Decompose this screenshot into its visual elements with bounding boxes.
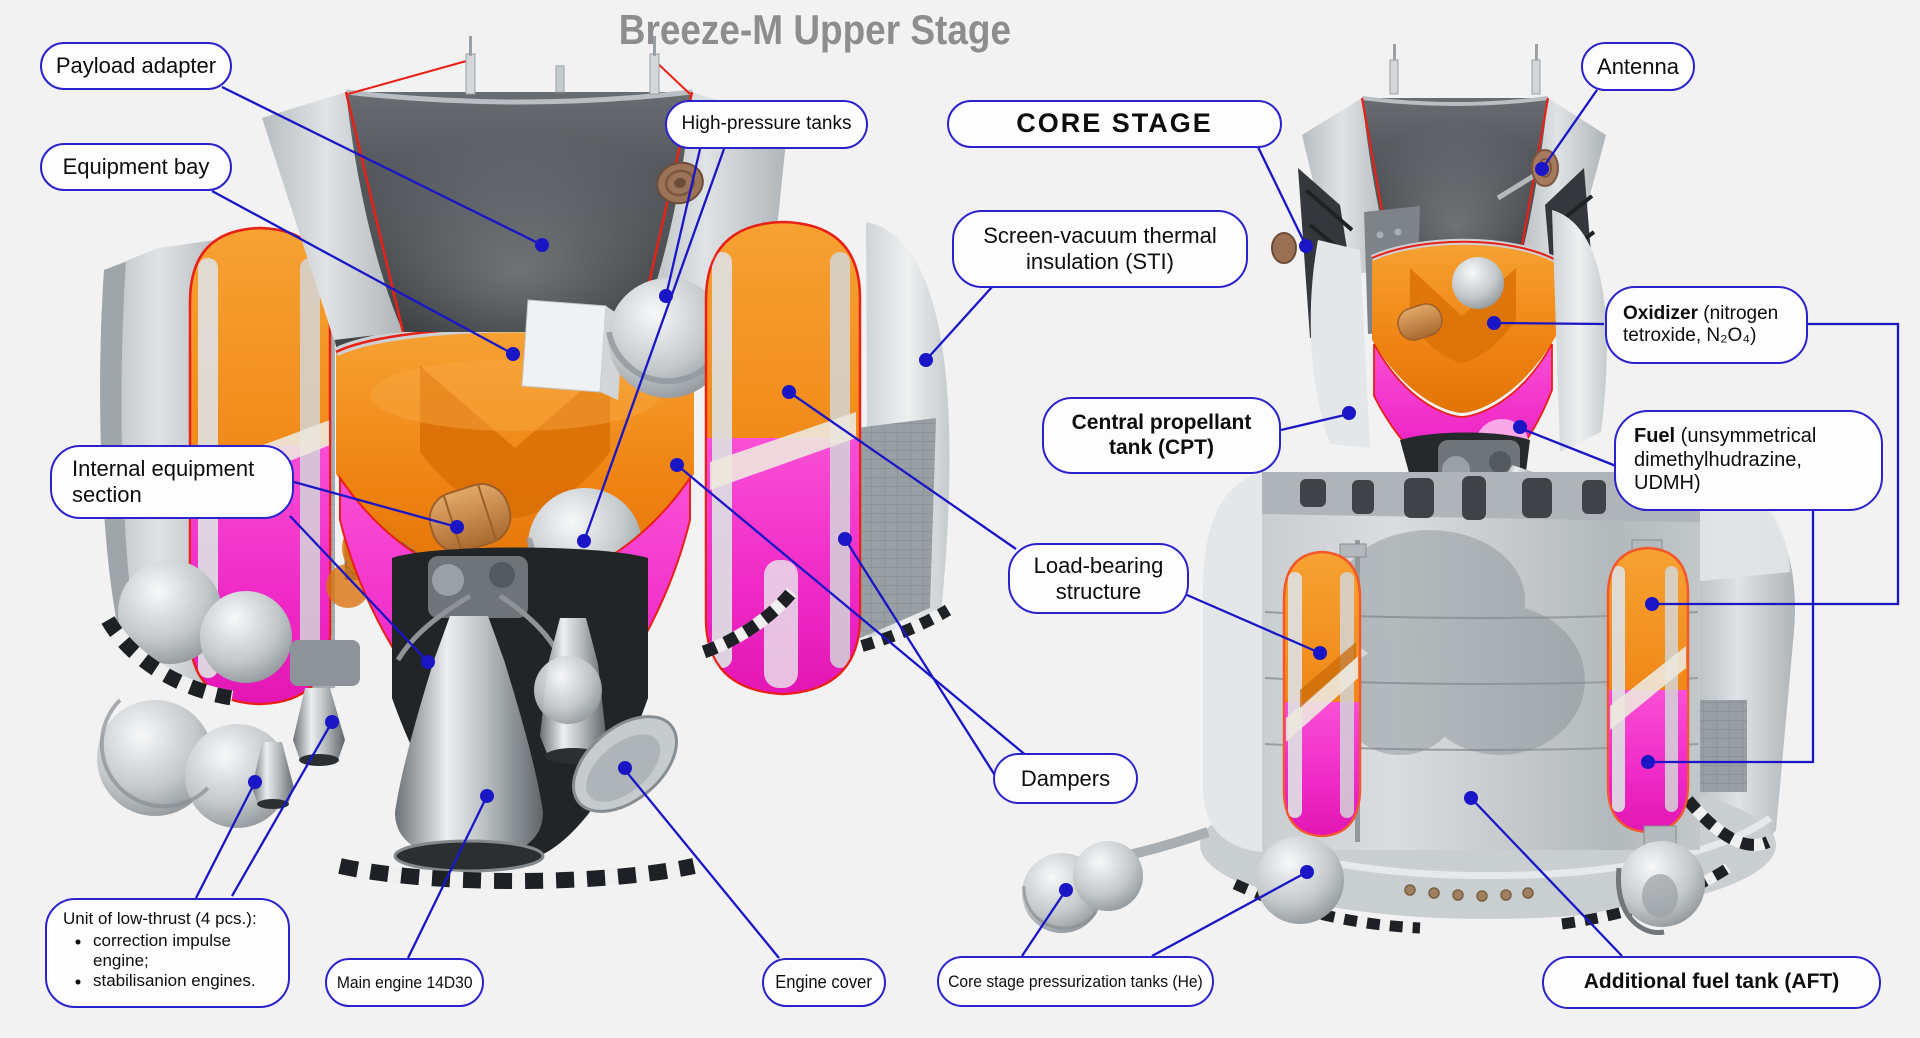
low-thrust-bullet-2: stabilisanion engines. bbox=[63, 971, 276, 993]
label-central-propellant-tank: Central propellant tank (CPT) bbox=[1042, 397, 1281, 474]
label-internal-equipment-section: Internal equipment section bbox=[50, 445, 294, 519]
main-engine bbox=[393, 556, 569, 873]
page-title: Breeze-M Upper Stage bbox=[618, 6, 1012, 53]
core-oxidizer-tank bbox=[1370, 238, 1558, 413]
pressurization-tanks bbox=[1022, 827, 1344, 933]
low-thrust-title: Unit of low-thrust (4 pcs.): bbox=[63, 909, 257, 928]
label-additional-fuel-tank: Additional fuel tank (AFT) bbox=[1542, 956, 1881, 1009]
low-thrust-bullet-1: correction impulse engine; bbox=[63, 931, 276, 971]
label-engine-cover: Engine cover bbox=[762, 958, 886, 1007]
label-equipment-bay: Equipment bay bbox=[40, 143, 232, 191]
label-antenna: Antenna bbox=[1581, 42, 1695, 91]
aft-cylinder bbox=[1262, 472, 1700, 850]
label-fuel: Fuel (unsymmetrical dimethylhudrazine, U… bbox=[1614, 410, 1883, 511]
label-high-pressure-tanks: High-pressure tanks bbox=[665, 100, 868, 149]
side-tank-right bbox=[704, 220, 862, 696]
label-sti: Screen-vacuum thermal insulation (STI) bbox=[952, 210, 1248, 288]
side-antenna-disc bbox=[1271, 232, 1297, 264]
checker-bands bbox=[101, 587, 952, 889]
aft-bottom-pod bbox=[1615, 825, 1705, 936]
leader-lines bbox=[194, 85, 1900, 959]
cpt-shell bbox=[1310, 240, 1370, 448]
aft-left-tank bbox=[1282, 550, 1362, 838]
label-load-bearing-structure: Load-bearing structure bbox=[1008, 543, 1189, 614]
shadow bbox=[1335, 530, 1585, 755]
label-oxidizer: Oxidizer (nitrogen tetroxide, N₂O₄) bbox=[1605, 286, 1808, 364]
label-dampers: Dampers bbox=[993, 753, 1138, 804]
label-core-stage: CORE STAGE bbox=[947, 100, 1282, 148]
low-thrust-engines bbox=[252, 640, 360, 809]
aft-right-tank bbox=[1606, 546, 1690, 834]
internal-equipment-cylinder bbox=[428, 483, 512, 553]
label-core-stage-pressurization-tanks: Core stage pressurization tanks (He) bbox=[937, 956, 1214, 1007]
label-unit-of-low-thrust: Unit of low-thrust (4 pcs.): correction … bbox=[45, 898, 290, 1008]
label-main-engine: Main engine 14D30 bbox=[325, 958, 484, 1007]
vernier-engine bbox=[534, 618, 606, 764]
label-payload-adapter: Payload adapter bbox=[40, 42, 232, 90]
upper-stage-cutaway-view bbox=[97, 36, 952, 889]
leader-dots bbox=[248, 162, 1659, 897]
additional-fuel-tank-view bbox=[1022, 470, 1795, 936]
propellant-ball-tanks bbox=[97, 560, 292, 828]
bullet-icon bbox=[63, 971, 93, 993]
bullet-icon bbox=[63, 931, 93, 953]
main-engine-bell bbox=[395, 616, 543, 858]
